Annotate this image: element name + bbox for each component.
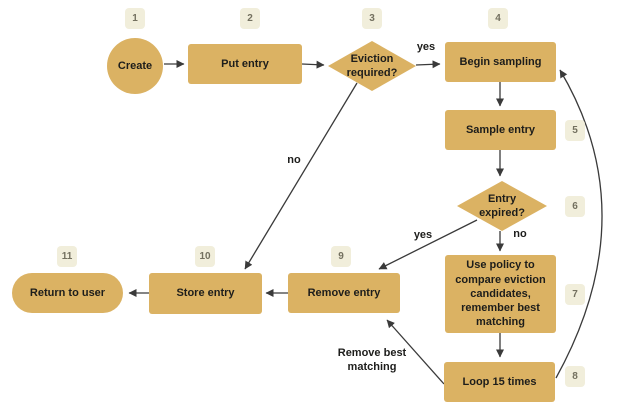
node-create: Create (107, 38, 163, 94)
node-sample-entry: Sample entry (445, 110, 556, 150)
node-put-entry-label: Put entry (221, 57, 269, 70)
node-sample-entry-label: Sample entry (465, 123, 536, 136)
node-loop-15-times-label: Loop 15 times (462, 375, 537, 388)
edge-expired-removeentry (378, 219, 478, 270)
badge-9: 9 (331, 246, 351, 267)
edge-putentry-eviction (301, 60, 325, 69)
edge-label-remove-best-matching: Remove best matching (337, 347, 407, 373)
badge-5: 5 (565, 120, 585, 141)
node-use-policy-label: Use policy to compare eviction candidate… (455, 259, 546, 329)
edge-label-expired-yes: yes (413, 229, 433, 241)
badge-10: 10 (195, 246, 215, 267)
edge-eviction-beginsampling (415, 60, 441, 69)
badge-4: 4 (488, 8, 508, 29)
node-put-entry: Put entry (188, 44, 302, 84)
node-remove-entry-label: Remove entry (307, 286, 381, 299)
badge-1: 1 (125, 8, 145, 29)
node-store-entry-label: Store entry (176, 287, 235, 300)
badge-6: 6 (565, 196, 585, 217)
badge-11: 11 (57, 246, 77, 267)
edge-label-eviction-yes: yes (416, 41, 436, 53)
node-remove-entry: Remove entry (288, 273, 400, 313)
node-create-label: Create (117, 59, 153, 72)
node-begin-sampling-label: Begin sampling (459, 55, 542, 68)
node-loop-15-times: Loop 15 times (444, 362, 555, 402)
edge-label-eviction-no: no (287, 154, 301, 166)
edge-eviction-storeentry (244, 82, 358, 270)
node-use-policy: Use policy to compare eviction candidate… (445, 255, 556, 333)
badge-3: 3 (362, 8, 382, 29)
node-begin-sampling: Begin sampling (445, 42, 556, 82)
node-return-to-user: Return to user (12, 273, 123, 313)
node-return-to-user-label: Return to user (29, 286, 106, 299)
node-entry-expired-label: Entry expired? (479, 192, 525, 219)
edge-loop-removeentry (386, 319, 445, 385)
edge-label-expired-no: no (513, 228, 527, 240)
badge-2: 2 (240, 8, 260, 29)
badge-7: 7 (565, 284, 585, 305)
edge-loop-beginsampling (555, 69, 603, 379)
badge-8: 8 (565, 366, 585, 387)
node-store-entry: Store entry (149, 273, 262, 314)
node-eviction-required-label: Eviction required? (346, 52, 398, 79)
